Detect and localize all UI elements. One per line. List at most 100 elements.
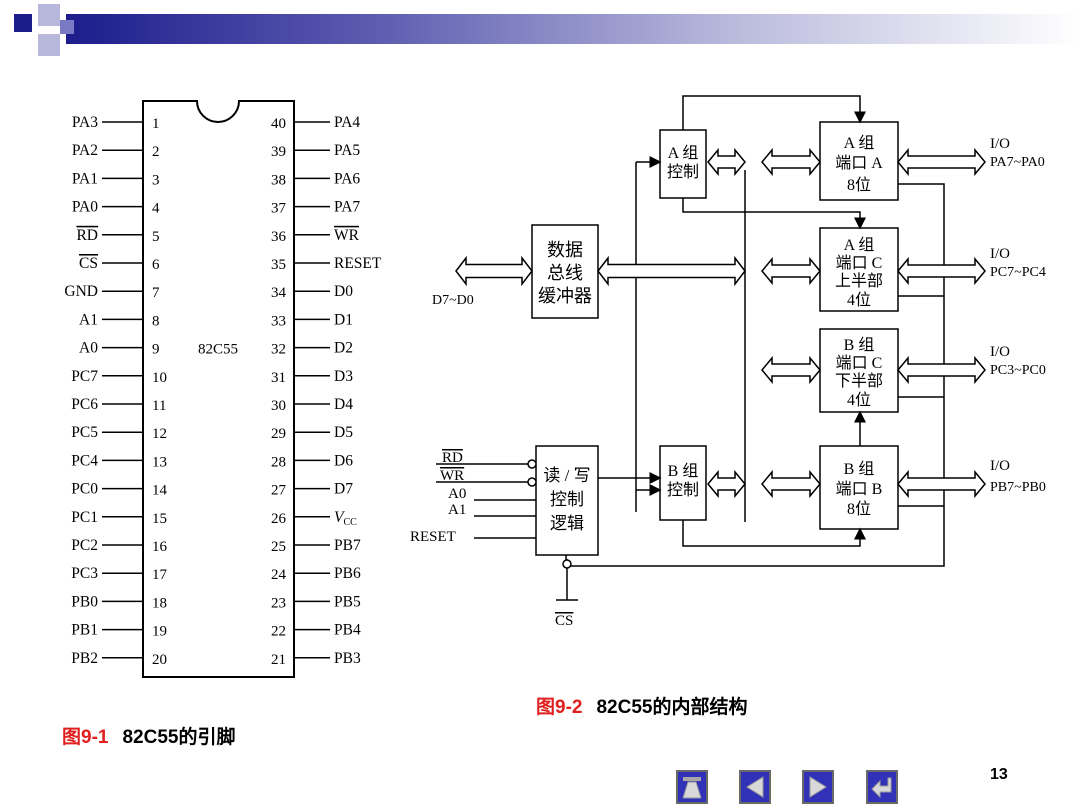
data-bus-label: D7~D0 xyxy=(432,293,474,308)
pin-number: 30 xyxy=(271,398,286,414)
chip-outline xyxy=(142,100,295,678)
pin-number: 22 xyxy=(271,624,286,640)
io-cu-label: I/O xyxy=(990,246,1010,262)
pin-number: 38 xyxy=(271,172,286,188)
pin-number: 5 xyxy=(152,229,160,245)
pin-number: 10 xyxy=(152,370,167,386)
logo-square-mid xyxy=(60,20,74,34)
previous-slide-button[interactable] xyxy=(739,770,771,804)
input-reset: RESET xyxy=(410,529,456,545)
pin-label: RD xyxy=(76,227,98,244)
port-b-line1: B 组 xyxy=(844,460,875,478)
chip-name: 82C55 xyxy=(198,342,238,358)
input-wr: WR xyxy=(440,468,464,484)
io-a-range: PA7~PA0 xyxy=(990,155,1045,170)
pin-number: 4 xyxy=(152,201,160,217)
pin-number: 31 xyxy=(271,370,286,386)
pin-number: 29 xyxy=(271,426,286,442)
pin-number: 17 xyxy=(152,567,168,583)
pin-number: 18 xyxy=(152,595,167,611)
pin-number: 6 xyxy=(152,257,160,273)
io-cu-range: PC7~PC4 xyxy=(990,265,1046,280)
pin-label: WR xyxy=(334,227,360,244)
a-ctrl-line1: A 组 xyxy=(668,144,699,162)
home-icon xyxy=(682,777,702,799)
input-a1: A1 xyxy=(448,502,466,518)
return-arrow-icon xyxy=(871,777,892,799)
b-ctrl-line1: B 组 xyxy=(668,462,699,480)
port-c-lower-bus-arrow xyxy=(761,355,821,385)
rw-line3: 逻辑 xyxy=(550,514,584,533)
pin-label: PA3 xyxy=(72,114,98,131)
pin-label: D2 xyxy=(334,340,353,357)
port-a-bus-arrow xyxy=(761,147,821,177)
port-c-upper-line2: 端口 C xyxy=(836,254,883,272)
pin-label: D3 xyxy=(334,368,353,385)
pin-number: 9 xyxy=(152,342,160,358)
port-a-line3: 8位 xyxy=(847,176,871,194)
buffer-line2: 总线 xyxy=(547,263,583,283)
page-number: 13 xyxy=(990,766,1008,783)
port-c-lower-line2: 端口 C xyxy=(836,354,883,372)
figure-9-2-number: 图9-2 xyxy=(536,697,583,718)
pin-number: 13 xyxy=(152,454,167,470)
port-a-line2: 端口 A xyxy=(835,154,883,172)
pin-label: D1 xyxy=(334,311,353,328)
pin-number: 7 xyxy=(152,285,160,301)
b-ctrl-bus-arrow xyxy=(707,469,746,499)
pin-label: PB5 xyxy=(334,593,361,610)
figure-9-1-title: 82C55的引脚 xyxy=(122,727,236,748)
pin-number: 26 xyxy=(271,511,287,527)
buffer-line3: 缓冲器 xyxy=(538,286,592,306)
pin-label: PC7 xyxy=(71,368,98,385)
return-button[interactable] xyxy=(866,770,898,804)
pin-number: 16 xyxy=(152,539,168,555)
pin-label: PC0 xyxy=(71,481,98,498)
pin-number: 19 xyxy=(152,624,167,640)
pin-label: PA6 xyxy=(334,170,360,187)
pin-number: 39 xyxy=(271,144,286,160)
port-c-lower-line4: 4位 xyxy=(847,391,871,409)
pin-label: A1 xyxy=(79,311,98,328)
pin-label: A0 xyxy=(79,340,98,357)
port-b-box xyxy=(819,445,899,530)
pin-label: GND xyxy=(64,283,98,300)
pin-number: 15 xyxy=(152,511,167,527)
pin-label: PC2 xyxy=(71,537,98,554)
title-bar xyxy=(0,0,1080,62)
port-c-lower-box xyxy=(819,328,899,413)
io-b-range: PB7~PB0 xyxy=(990,480,1046,495)
port-a-box xyxy=(819,121,899,201)
pin-label: PB0 xyxy=(71,593,98,610)
pin-label: PB6 xyxy=(334,565,361,582)
first-slide-button[interactable] xyxy=(676,770,708,804)
pin-number: 34 xyxy=(271,285,287,301)
pin-number: 33 xyxy=(271,313,286,329)
pin-number: 12 xyxy=(152,426,167,442)
pin-label: PA5 xyxy=(334,142,360,159)
pin-label: RESET xyxy=(334,255,382,272)
io-cu-double-arrow xyxy=(897,256,986,286)
pin-label: D7 xyxy=(334,481,353,498)
pin-number: 23 xyxy=(271,595,286,611)
pin-number: 32 xyxy=(271,342,286,358)
pin-label: CS xyxy=(79,255,98,272)
pin-label: D4 xyxy=(334,396,353,413)
pin-label: PC1 xyxy=(71,509,98,526)
port-c-upper-box xyxy=(819,227,899,312)
port-c-lower-line1: B 组 xyxy=(844,336,875,354)
pin-number: 35 xyxy=(271,257,286,273)
pin-number: 40 xyxy=(271,116,286,132)
b-ctrl-line2: 控制 xyxy=(667,481,699,499)
pin-label: PC4 xyxy=(71,452,98,469)
internal-bus-double-arrow xyxy=(597,255,746,287)
logo-square-light xyxy=(38,34,60,56)
next-slide-button[interactable] xyxy=(802,770,834,804)
pin-label: D5 xyxy=(334,424,353,441)
pin-number: 3 xyxy=(152,172,160,188)
pin-number: 14 xyxy=(152,483,168,499)
port-b-line3: 8位 xyxy=(847,500,871,518)
pin-label: PB1 xyxy=(71,622,98,639)
